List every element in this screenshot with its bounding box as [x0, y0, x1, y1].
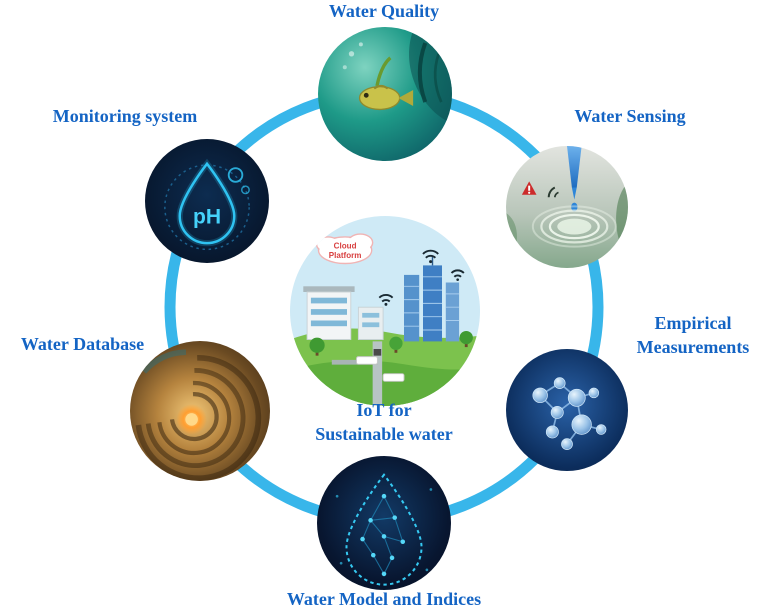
cloud-label-line1: Cloud	[334, 241, 357, 250]
data-swirl-icon	[130, 341, 270, 481]
label-iot-line1: IoT for	[356, 400, 412, 420]
ph-drop-icon: pH	[145, 139, 269, 263]
ph-text: pH	[193, 205, 221, 228]
label-iot-line2: Sustainable water	[315, 423, 453, 444]
dropper-sensor-icon	[506, 146, 628, 268]
drop-network-icon	[317, 456, 451, 590]
label-empirical-line2: Measurements	[636, 336, 750, 357]
node-monitoring-system: pH	[145, 139, 269, 263]
wifi-icon	[378, 249, 465, 306]
smart-city-illustration: Cloud Platform	[290, 216, 480, 406]
label-empirical-measurements: Empirical Measurements	[618, 312, 768, 360]
label-empirical-line1: Empirical	[654, 313, 732, 333]
label-water-sensing: Water Sensing	[574, 106, 686, 126]
label-monitoring-system: Monitoring system	[52, 106, 198, 126]
trees	[309, 330, 473, 356]
node-water-database	[130, 341, 270, 481]
node-empirical-measurements	[506, 349, 628, 471]
label-center-iot: IoT for Sustainable water	[284, 399, 484, 447]
molecule-icon	[506, 349, 628, 471]
underwater-sensor-icon	[318, 27, 452, 161]
cloud-label-line2: Platform	[329, 251, 362, 260]
cloud-platform-icon: Cloud Platform	[315, 233, 374, 265]
label-water-model: Water Model and Indices	[286, 589, 482, 609]
label-water-quality: Water Quality	[328, 1, 440, 21]
building-towers	[404, 255, 460, 342]
node-center-iot: Cloud Platform	[290, 216, 480, 406]
label-water-database: Water Database	[20, 334, 145, 354]
building-left	[303, 286, 355, 340]
node-water-quality	[318, 27, 452, 161]
node-water-model	[317, 456, 451, 590]
node-water-sensing	[506, 146, 628, 268]
